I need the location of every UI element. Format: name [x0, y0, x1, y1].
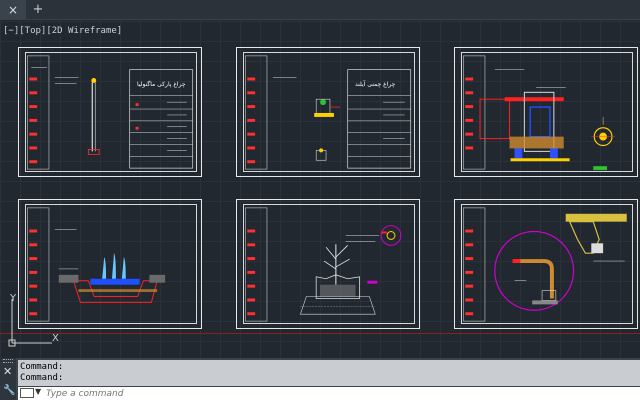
sheet-1-drawing [26, 55, 194, 170]
command-history-line: Command: [20, 362, 64, 372]
ucs-icon: Y X [4, 291, 64, 351]
command-input-row: ▼ [18, 387, 640, 400]
command-input[interactable] [46, 387, 626, 400]
sheet-1-title: چراغ پارکی ماگنولیا [137, 81, 186, 88]
command-prompt-icon[interactable] [20, 388, 34, 398]
sheet-magnolia-lamp[interactable]: چراغ پارکی ماگنولیا [18, 47, 202, 177]
viewport-controls-label[interactable]: [−][Top][2D Wireframe] [3, 26, 123, 36]
sheet-detail-3[interactable] [454, 47, 638, 177]
file-tab-bar: × + [0, 0, 640, 20]
command-history: Command: Command: [18, 360, 640, 386]
sheet-2-title: چراغ چمنی آیلند [355, 81, 396, 88]
command-line-handle[interactable]: ✕ 🔧 [0, 358, 16, 400]
ucs-y-label: Y [10, 293, 17, 304]
sheet-island-lamp[interactable]: چراغ چمنی آیلند [236, 47, 420, 177]
command-line-panel: ✕ 🔧 Command: Command: ▼ [0, 358, 640, 400]
sheet-3-drawing [462, 55, 615, 171]
sheet-tree-planter[interactable] [236, 199, 420, 329]
ucs-x-label: X [52, 333, 59, 344]
grip-icon[interactable] [3, 359, 13, 363]
sheet-5-drawing [244, 207, 402, 322]
sheet-4-drawing [26, 207, 166, 322]
sheet-fountain[interactable] [18, 199, 202, 329]
sheet-2-drawing [244, 55, 412, 170]
close-tab-icon[interactable]: × [0, 0, 26, 20]
wrench-icon[interactable]: 🔧 [3, 385, 16, 396]
command-history-line: Command: [20, 373, 64, 383]
chevron-down-icon[interactable]: ▼ [35, 387, 42, 396]
close-icon[interactable]: ✕ [3, 365, 13, 378]
sheet-6-drawing [462, 207, 627, 322]
new-tab-icon[interactable]: + [32, 2, 44, 17]
drawing-viewport[interactable]: [−][Top][2D Wireframe] [0, 21, 640, 358]
x-axis-line [0, 333, 640, 334]
sheet-canopy-detail[interactable] [454, 199, 638, 329]
